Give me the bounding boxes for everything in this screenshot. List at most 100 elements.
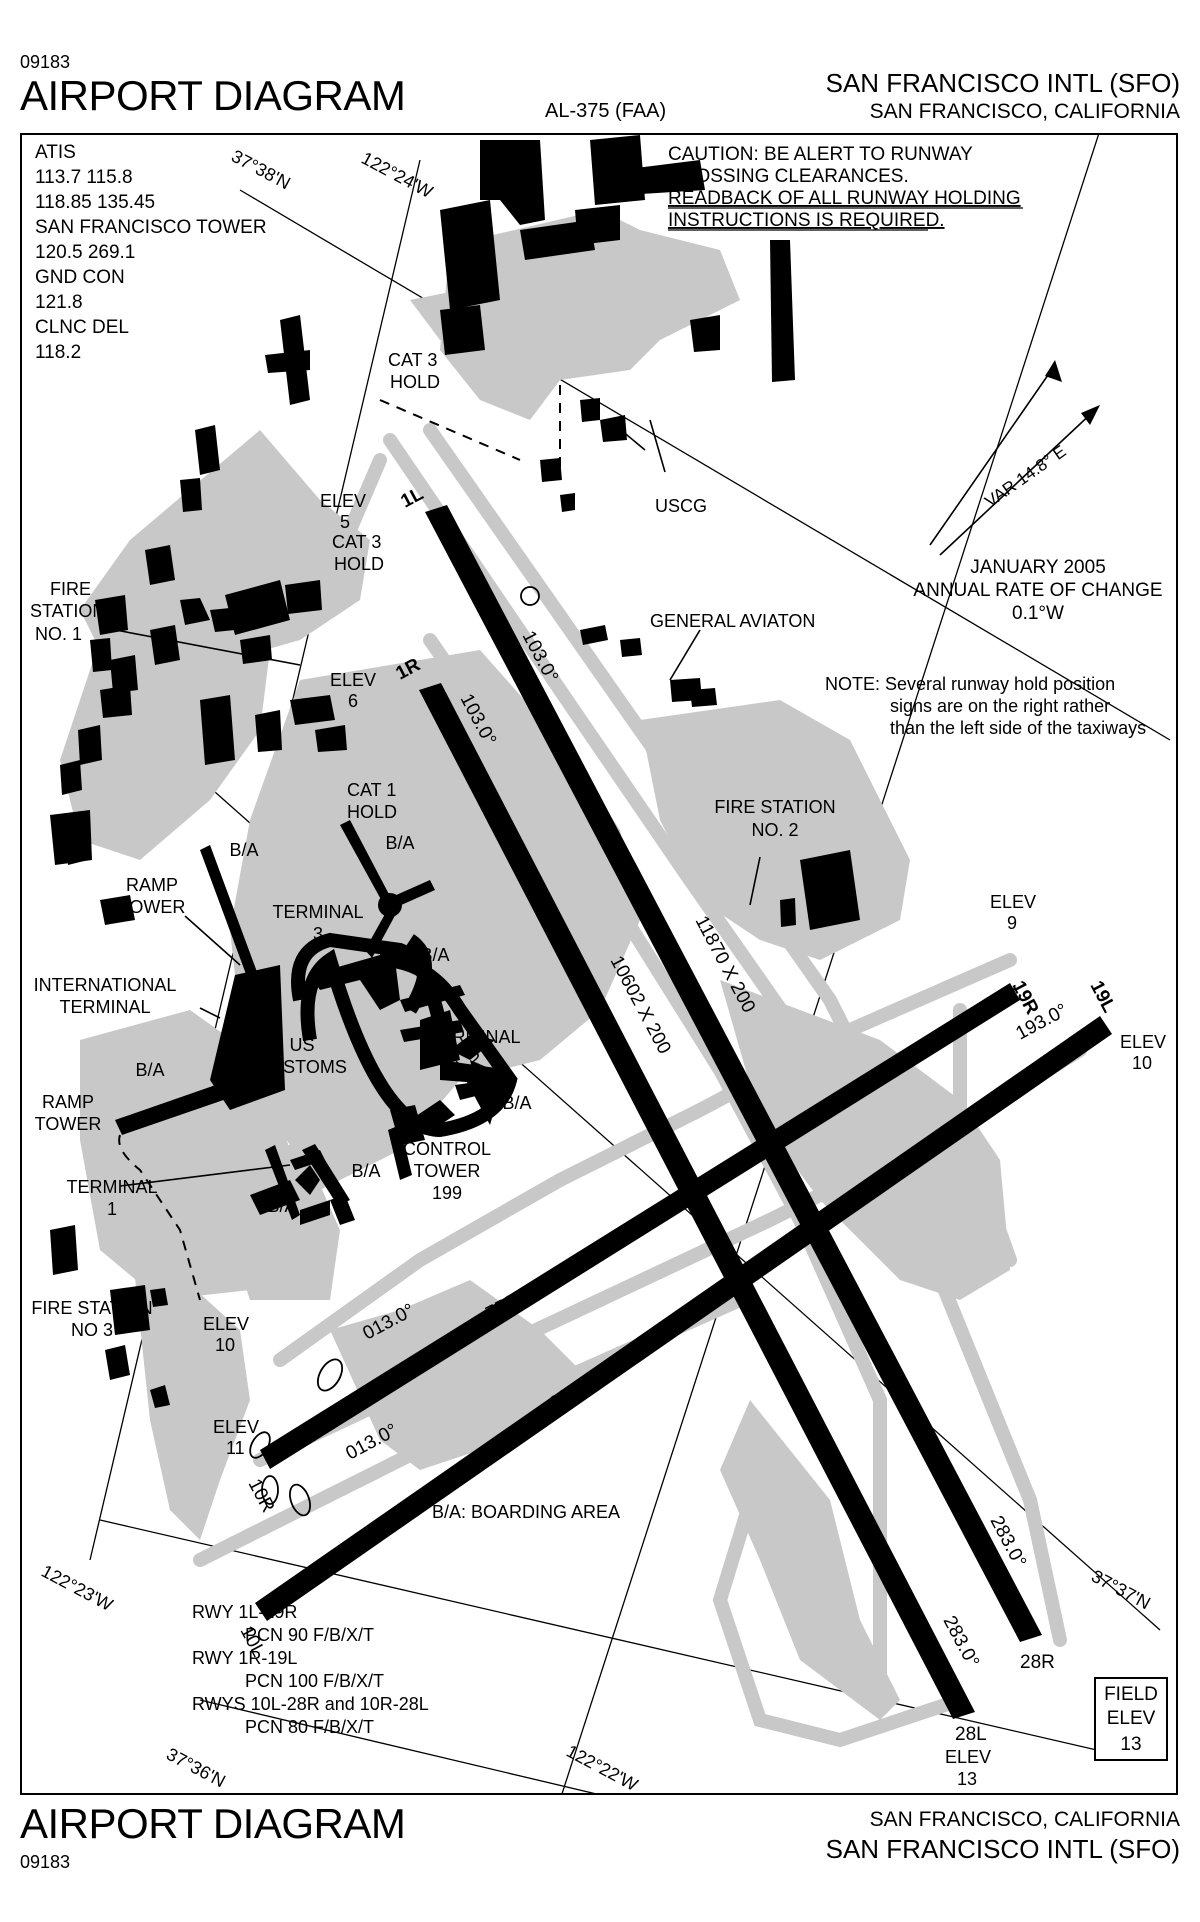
terminal-buildings xyxy=(115,820,510,1225)
elev-19l-value: 10 xyxy=(1132,1053,1152,1073)
terminal-1-line-1: TERMINAL xyxy=(66,1177,157,1197)
elev-19r-value: 9 xyxy=(1007,913,1017,933)
gnd-freq: 121.8 xyxy=(35,292,83,313)
ramp-tower-a-line-2: TOWER xyxy=(35,1114,102,1134)
rwy-19r-heading: 193.0° xyxy=(922,1012,981,1056)
footer-city-state: SAN FRANCISCO, CALIFORNIA xyxy=(869,1808,1180,1831)
leader-lines xyxy=(104,419,1016,1187)
pcn-rwy-1-value: PCN 90 F/B/X/T xyxy=(245,1625,374,1645)
us-customs-line-1: US xyxy=(289,1035,314,1055)
rwy-28r-number: 28R xyxy=(1020,1652,1055,1673)
fire-station-1-line-1: FIRE xyxy=(50,579,91,599)
rwy-19l-number: 19L xyxy=(1086,977,1120,1016)
caution-line-1: CAUTION: BE ALERT TO RUNWAY xyxy=(668,144,973,165)
elev-28l-value: 13 xyxy=(957,1769,977,1789)
elev-19l-label: ELEV xyxy=(1120,1032,1166,1052)
frequency-block: ATIS 113.7 115.8 118.85 135.45 SAN FRANC… xyxy=(35,142,267,363)
field-elev-value: 13 xyxy=(1120,1734,1141,1755)
cat1-hold-2: HOLD xyxy=(347,802,397,822)
caution-note: CAUTION: BE ALERT TO RUNWAY CROSSING CLE… xyxy=(668,144,1023,231)
caution-line-4: INSTRUCTIONS IS REQUIRED. xyxy=(668,210,945,231)
rate-value: 0.1°W xyxy=(1012,603,1064,624)
boarding-area-c-label: B/A xyxy=(351,1161,380,1181)
variation-date: JANUARY 2005 xyxy=(970,557,1106,578)
facility-labels: CAT 3 HOLD CAT 3 HOLD CAT 1 HOLD USCG GE… xyxy=(30,350,836,1522)
tower-freqs: 120.5 269.1 xyxy=(35,242,135,263)
elev-1r-label: ELEV xyxy=(330,670,376,690)
pcn-block: RWY 1L-19R PCN 90 F/B/X/T RWY 1R-19L PCN… xyxy=(192,1602,429,1737)
cat3-hold-north-1: CAT 3 xyxy=(388,350,437,370)
fire-station-1-line-2: STATION xyxy=(30,601,105,621)
elev-28l-label: ELEV xyxy=(945,1747,991,1767)
cat1-hold-1: CAT 1 xyxy=(347,780,396,800)
airport-name: SAN FRANCISCO INTL (SFO) xyxy=(825,68,1180,98)
lon-24-label: 122°24'W xyxy=(358,148,436,202)
boarding-area-a-label: B/A xyxy=(135,1060,164,1080)
lat-36-label: 37°36'N xyxy=(163,1744,229,1792)
clnc-freq: 118.2 xyxy=(35,342,81,363)
note-line-2: signs are on the right rather xyxy=(890,696,1110,716)
elevation-labels: ELEV 5 ELEV 6 ELEV 9 ELEV 10 ELEV 10 ELE… xyxy=(203,491,1166,1789)
elev-10l-value: 11 xyxy=(226,1438,245,1458)
pcn-rwy-3-label: RWYS 10L-28R and 10R-28L xyxy=(192,1694,429,1714)
boarding-area-d-label: B/A xyxy=(502,1093,531,1113)
tower-label: SAN FRANCISCO TOWER xyxy=(35,217,267,238)
field-elevation-box: FIELD ELEV 13 xyxy=(1094,1677,1168,1761)
boarding-area-f-label: B/A xyxy=(385,833,414,853)
hold-lines xyxy=(118,385,561,1301)
terminal-3-line-2: 3 xyxy=(313,924,323,944)
cat3-hold-south-1: CAT 3 xyxy=(332,532,381,552)
rwy-28l-number: 28L xyxy=(955,1724,987,1745)
footer-title: AIRPORT DIAGRAM xyxy=(20,1800,406,1847)
cat3-hold-north-2: HOLD xyxy=(390,372,440,392)
runways xyxy=(255,505,1112,1719)
pcn-rwy-2-label: RWY 1R-19L xyxy=(192,1648,297,1668)
caution-line-2: CROSSING CLEARANCES. xyxy=(668,166,909,187)
hold-note: NOTE: Several runway hold position signs… xyxy=(825,674,1146,738)
control-tower-elevation: 199 xyxy=(432,1183,462,1203)
chart-number: 09183 xyxy=(20,52,71,72)
atis-label: ATIS xyxy=(35,142,76,163)
elev-1r-value: 6 xyxy=(348,691,358,711)
fire-station-3-line-2: NO 3 xyxy=(71,1320,113,1340)
publication-code: AL-375 (FAA) xyxy=(545,100,667,122)
boarding-area-b-label: B/A xyxy=(267,1196,296,1216)
buildings xyxy=(50,135,860,1408)
chart-title: AIRPORT DIAGRAM xyxy=(20,72,406,119)
runway-1l-19r xyxy=(425,505,1042,1642)
ramp-tower-a-line-1: RAMP xyxy=(42,1092,94,1112)
note-line-3: than the left side of the taxiways xyxy=(890,718,1146,738)
boarding-area-g-label: B/A xyxy=(229,840,258,860)
runway-10l-28r xyxy=(255,1016,1112,1621)
atis-freq-1: 113.7 115.8 xyxy=(35,167,133,188)
clnc-label: CLNC DEL xyxy=(35,317,129,338)
terminal-1-line-2: 1 xyxy=(107,1199,117,1219)
pcn-rwy-1-label: RWY 1L-19R xyxy=(192,1602,297,1622)
hold-ovals xyxy=(249,586,540,1517)
rate-label: ANNUAL RATE OF CHANGE xyxy=(913,580,1162,601)
elev-1l-value: 5 xyxy=(340,512,350,532)
general-aviation-label: GENERAL AVIATON xyxy=(650,611,815,631)
field-elev-line-1: FIELD xyxy=(1104,1684,1158,1705)
elev-10r-value: 10 xyxy=(215,1335,235,1355)
variation-info: JANUARY 2005 ANNUAL RATE OF CHANGE 0.1°W xyxy=(913,557,1162,624)
fire-station-2-line-2: NO. 2 xyxy=(751,820,798,840)
elev-10l-label: ELEV xyxy=(213,1417,259,1437)
gnd-label: GND CON xyxy=(35,267,125,288)
pcn-rwy-2-value: PCN 100 F/B/X/T xyxy=(245,1671,384,1691)
fire-station-1-line-3: NO. 1 xyxy=(35,624,82,644)
lat-38-label: 37°38'N xyxy=(228,146,294,194)
cat3-hold-south-2: HOLD xyxy=(334,554,384,574)
chart-frame xyxy=(20,133,1178,1795)
note-line-1: NOTE: Several runway hold position xyxy=(825,674,1115,694)
caution-line-3: READBACK OF ALL RUNWAY HOLDING xyxy=(668,188,1021,209)
international-terminal-line-1: INTERNATIONAL xyxy=(34,975,177,995)
lon-23-label: 122°23'W xyxy=(38,1561,116,1615)
terminal-2-line-1: TERMINAL xyxy=(429,1027,520,1047)
boarding-area-legend: B/A: BOARDING AREA xyxy=(432,1502,620,1522)
footer-chart-number: 09183 xyxy=(20,1852,71,1872)
pcn-rwy-3-value: PCN 80 F/B/X/T xyxy=(245,1717,374,1737)
ramp-tower-g-line-1: RAMP xyxy=(126,875,178,895)
uscg-label: USCG xyxy=(655,496,707,516)
